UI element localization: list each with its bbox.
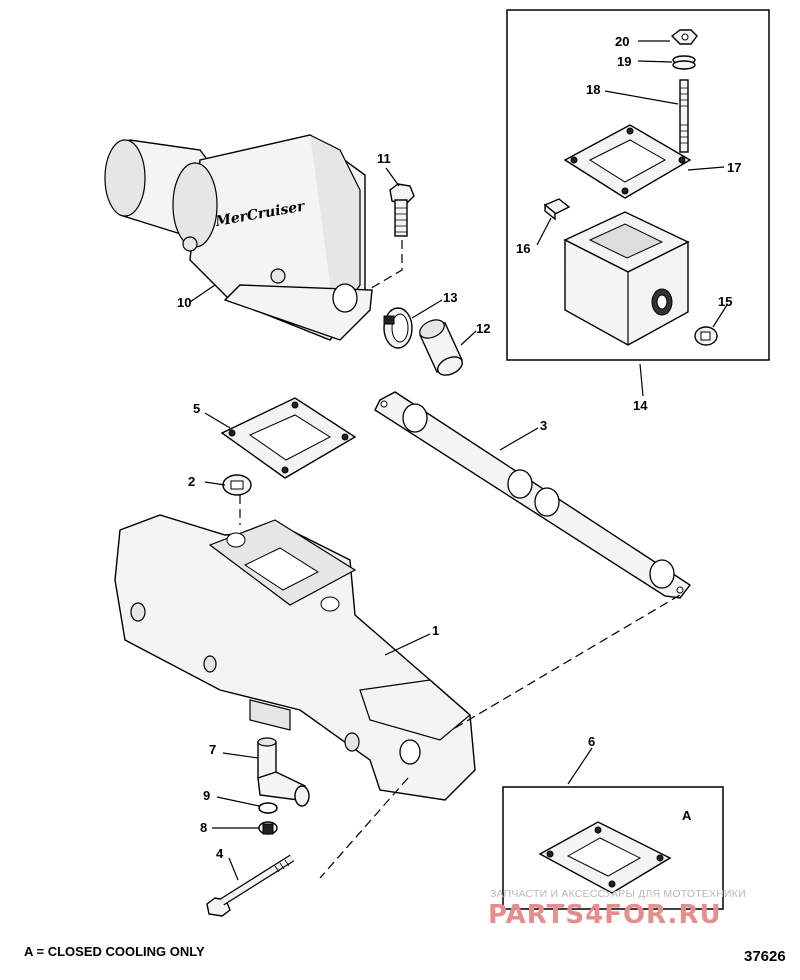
part-15-plug xyxy=(694,326,718,346)
callout-5: 5 xyxy=(193,401,200,416)
callout-13: 13 xyxy=(443,290,457,305)
part-9-o-ring xyxy=(258,802,278,814)
footer-note: A = CLOSED COOLING ONLY xyxy=(24,944,205,959)
inset-a-label: A xyxy=(682,808,692,823)
riser-kit-box xyxy=(506,9,770,361)
part-12-sleeve xyxy=(419,319,463,376)
callout-7: 7 xyxy=(209,742,216,757)
callout-1: 1 xyxy=(432,623,439,638)
part-5-gasket xyxy=(220,397,357,479)
callout-2: 2 xyxy=(188,474,195,489)
callout-20: 20 xyxy=(615,34,629,49)
part-6-gasket xyxy=(538,821,672,894)
watermark-tagline: ЗАПЧАСТИ И АКСЕССУАРЫ ДЛЯ МОТОТЕХНИКИ xyxy=(490,888,746,900)
callout-10: 10 xyxy=(177,295,191,310)
part-10-exhaust-elbow xyxy=(104,134,373,341)
part-1-exhaust-manifold xyxy=(114,514,476,801)
inset-a-box xyxy=(502,786,724,910)
callout-17: 17 xyxy=(727,160,741,175)
callout-6: 6 xyxy=(588,734,595,749)
callout-18: 18 xyxy=(586,82,600,97)
callout-11: 11 xyxy=(377,151,391,166)
part-3-manifold-gasket xyxy=(374,391,692,599)
callout-8: 8 xyxy=(200,820,207,835)
part-13-clamp xyxy=(383,307,413,349)
part-18-stud xyxy=(679,79,689,153)
part-8-fitting xyxy=(258,821,278,835)
figure-number: 37626 xyxy=(744,948,786,965)
leader-lines xyxy=(189,40,728,881)
part-4-bolt xyxy=(206,854,295,917)
part-11-bolt xyxy=(389,183,415,237)
watermark-brand: PARTS4FOR.RU xyxy=(488,900,722,930)
part-16-plug xyxy=(543,198,571,221)
callout-9: 9 xyxy=(203,788,210,803)
part-17-gasket xyxy=(563,124,692,199)
callout-4: 4 xyxy=(216,846,224,861)
callout-3: 3 xyxy=(540,418,547,433)
part-2-plug xyxy=(222,474,252,496)
callout-14: 14 xyxy=(633,398,648,413)
callout-12: 12 xyxy=(476,321,490,336)
callout-19: 19 xyxy=(617,54,631,69)
part-14-riser-spacer xyxy=(563,211,690,346)
callout-16: 16 xyxy=(516,241,530,256)
part-19-washer xyxy=(672,55,696,70)
part-7-elbow-fitting xyxy=(257,737,310,807)
callout-15: 15 xyxy=(718,294,732,309)
part-20-nut xyxy=(670,29,698,45)
